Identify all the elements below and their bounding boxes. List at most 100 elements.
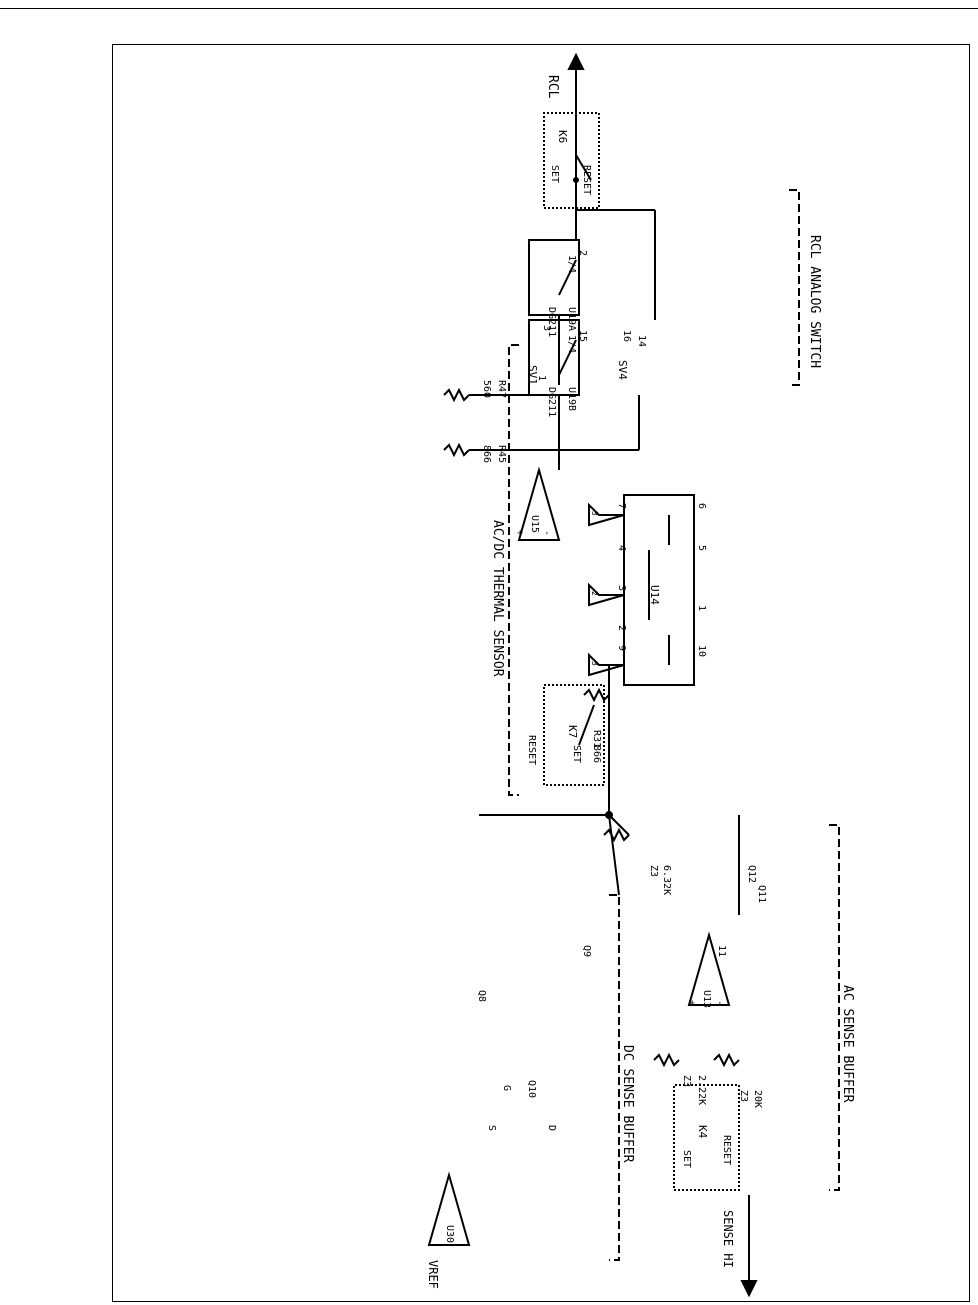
u19b-switch [558,339,577,376]
k6-label: K6 [556,130,569,143]
z3-20k-value: 20K [752,1090,763,1108]
ground-3b-label: 3 [590,661,599,666]
top-rule [0,8,978,9]
q10-s-label: S [486,1125,497,1131]
k7-label: K7 [566,725,579,738]
k6-contact [575,154,592,181]
u14-pin1: 1 [696,605,707,611]
z3-20k-ref: Z3 [738,1090,749,1102]
q8-label: Q8 [476,990,487,1002]
thermal-sensor-bracket [508,344,519,796]
r47-ref: R47 [496,380,507,398]
rcl-analog-switch-bracket [789,189,800,386]
r31-value: 866 [591,745,602,763]
r47-resistor [443,387,470,403]
ground-2-icon [588,582,625,607]
q10-label: Q10 [526,1080,537,1098]
z3-6k32-resistor [603,827,630,843]
u14-pin9: 9 [616,645,627,651]
u13-plus: + [686,1000,697,1006]
schematic-frame: RCL K6 SET RESET DG211 U19A 1/4 DG211 U1… [112,44,970,1302]
u14-pin6: 6 [696,503,707,509]
pin-3-label: 3 [541,325,552,331]
k4-relay-box [673,1084,740,1191]
sv1-label: SV1 [526,365,539,385]
dc-sense-buffer-label: DC SENSE BUFFER [620,1045,635,1163]
z3-20k-resistor [713,1052,740,1068]
r45-ref: R45 [496,445,507,463]
z3-6k32-value: 6.32K [661,865,672,895]
z3-6k32-ref: Z3 [648,865,659,877]
pin-2-label: 2 [577,250,588,256]
u14-label: U14 [648,585,661,605]
schematic-diagram: RCL K6 SET RESET DG211 U19A 1/4 DG211 U1… [426,52,855,1298]
ac-sense-buffer-bracket [829,824,840,1191]
q10-d-label: D [546,1125,557,1131]
ground-3a-label: 3 [590,511,599,516]
u14-pin2: 2 [616,625,627,631]
u30-label: U30 [444,1225,455,1243]
u15-minus: - [541,530,552,536]
k6-set-label: SET [549,165,560,183]
ac-sense-buffer-label: AC SENSE BUFFER [840,985,855,1103]
r31-resistor [583,687,610,703]
u19b-chip-label: DG211 [546,387,557,417]
z3-2k22-ref: Z3 [681,1075,692,1087]
pin-15-label: 15 [577,330,588,342]
k4-label: K4 [696,1125,709,1139]
u13-opamp [687,931,731,1006]
u14-pin5: 5 [696,545,707,551]
ground-2-label: 2 [590,591,599,596]
sv4-label: SV4 [616,360,629,380]
k6-node [573,177,579,183]
u19b-ref-label: U19B [566,387,577,411]
r45-value: 866 [481,445,492,463]
u19b-part-label: 1/4 [566,335,577,353]
sense-hi-arrow [740,1280,758,1298]
rcl-arrow [567,52,585,70]
u15-plus: + [514,530,525,536]
q11-label: Q11 [756,885,767,903]
k7-set-label: SET [571,745,582,763]
pin-14-label: 14 [636,335,647,347]
u14-box [623,494,695,686]
q9-drain-wire [608,814,620,896]
pin-1-label: 1 [536,375,547,381]
q12-label: Q12 [746,865,757,883]
ground-3a-icon [588,502,625,527]
q9-label: Q9 [581,945,592,957]
u15-opamp [517,466,561,541]
u19a-box [528,239,580,316]
k7-relay-box [543,684,605,786]
k7-contact [578,704,595,746]
u13-minus: - [714,1000,725,1006]
rcl-label: RCL [545,75,560,99]
u19a-switch [558,259,577,296]
pin-16-label: 16 [621,330,632,342]
u14-pin10: 10 [696,645,707,657]
u19a-part-label: 1/4 [566,255,577,273]
ground-3b-icon [588,652,625,677]
vref-label: VREF [426,1260,440,1289]
r47-value: 560 [481,380,492,398]
k7-reset-label: RESET [526,735,537,765]
u14-pin7: 7 [616,503,627,509]
k4-reset-label: RESET [721,1135,732,1165]
k6-relay-box [543,112,600,209]
pin-11-label: 11 [716,945,727,957]
k4-set-label: SET [681,1150,692,1168]
u14-pin3: 3 [616,585,627,591]
z3-2k22-resistor [653,1052,680,1068]
u15-label: U15 [529,515,540,533]
sense-hi-label: SENSE HI [721,1210,735,1268]
z3-6k32-wire [608,814,630,836]
q10-g-label: G [501,1085,512,1091]
thermal-sensor-label: AC/DC THERMAL SENSOR [490,520,505,677]
k6-reset-label: RESET [581,165,592,195]
rcl-analog-switch-label: RCL ANALOG SWITCH [807,235,822,368]
r31-ref: R31 [591,730,602,748]
r45-resistor [443,442,470,458]
u30-opamp [427,1171,471,1246]
u13-label: U13 [701,990,712,1008]
dc-sense-buffer-bracket [609,894,620,1261]
